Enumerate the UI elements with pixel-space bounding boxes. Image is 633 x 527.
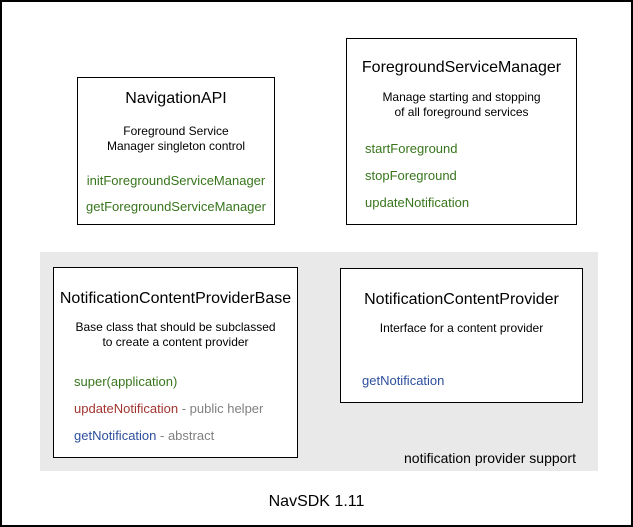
method-updateNotification: updateNotification xyxy=(365,195,470,210)
box-description: Base class that should be subclassed to … xyxy=(75,320,276,349)
method-getForegroundServiceManager: getForegroundServiceManager xyxy=(86,199,266,214)
method-initForegroundServiceManager: initForegroundServiceManager xyxy=(86,173,266,188)
method-updateNotification: updateNotification - public helper xyxy=(74,401,297,417)
class-box-notification-content-provider: NotificationContentProvider Interface fo… xyxy=(340,268,583,403)
diagram-caption: NavSDK 1.11 xyxy=(268,493,365,510)
box-title: NotificationContentProviderBase xyxy=(59,290,292,307)
method-startForeground: startForeground xyxy=(365,141,458,156)
class-box-notification-content-provider-base: NotificationContentProviderBase Base cla… xyxy=(53,267,298,458)
box-title: NavigationAPI xyxy=(125,90,227,107)
box-description: Manage starting and stopping of all fore… xyxy=(382,90,541,119)
class-box-navigation-api: NavigationAPI Foreground Service Manager… xyxy=(77,77,275,225)
method-list: getNotification xyxy=(341,373,582,389)
box-title: NotificationContentProvider xyxy=(364,291,559,308)
group-label: notification provider support xyxy=(404,450,576,466)
method-list: super(application) updateNotification - … xyxy=(54,374,297,444)
box-title: ForegroundServiceManager xyxy=(361,59,562,76)
method-name: super(application) xyxy=(74,374,178,389)
method-stopForeground: stopForeground xyxy=(365,168,457,183)
method-super-application: super(application) xyxy=(74,374,297,390)
method-getNotification: getNotification - abstract xyxy=(74,428,297,444)
box-description: Foreground Service Manager singleton con… xyxy=(106,124,246,153)
method-name: getNotification xyxy=(74,428,157,443)
method-annotation: - abstract xyxy=(160,428,215,443)
method-annotation: - public helper xyxy=(181,401,264,416)
box-description: Interface for a content provider xyxy=(379,321,544,335)
class-box-foreground-service-manager: ForegroundServiceManager Manage starting… xyxy=(346,38,577,225)
method-getNotification: getNotification xyxy=(362,373,445,388)
method-list: initForegroundServiceManager getForegrou… xyxy=(78,173,274,215)
method-name: updateNotification xyxy=(74,401,179,416)
method-list: startForeground stopForeground updateNot… xyxy=(347,141,576,211)
